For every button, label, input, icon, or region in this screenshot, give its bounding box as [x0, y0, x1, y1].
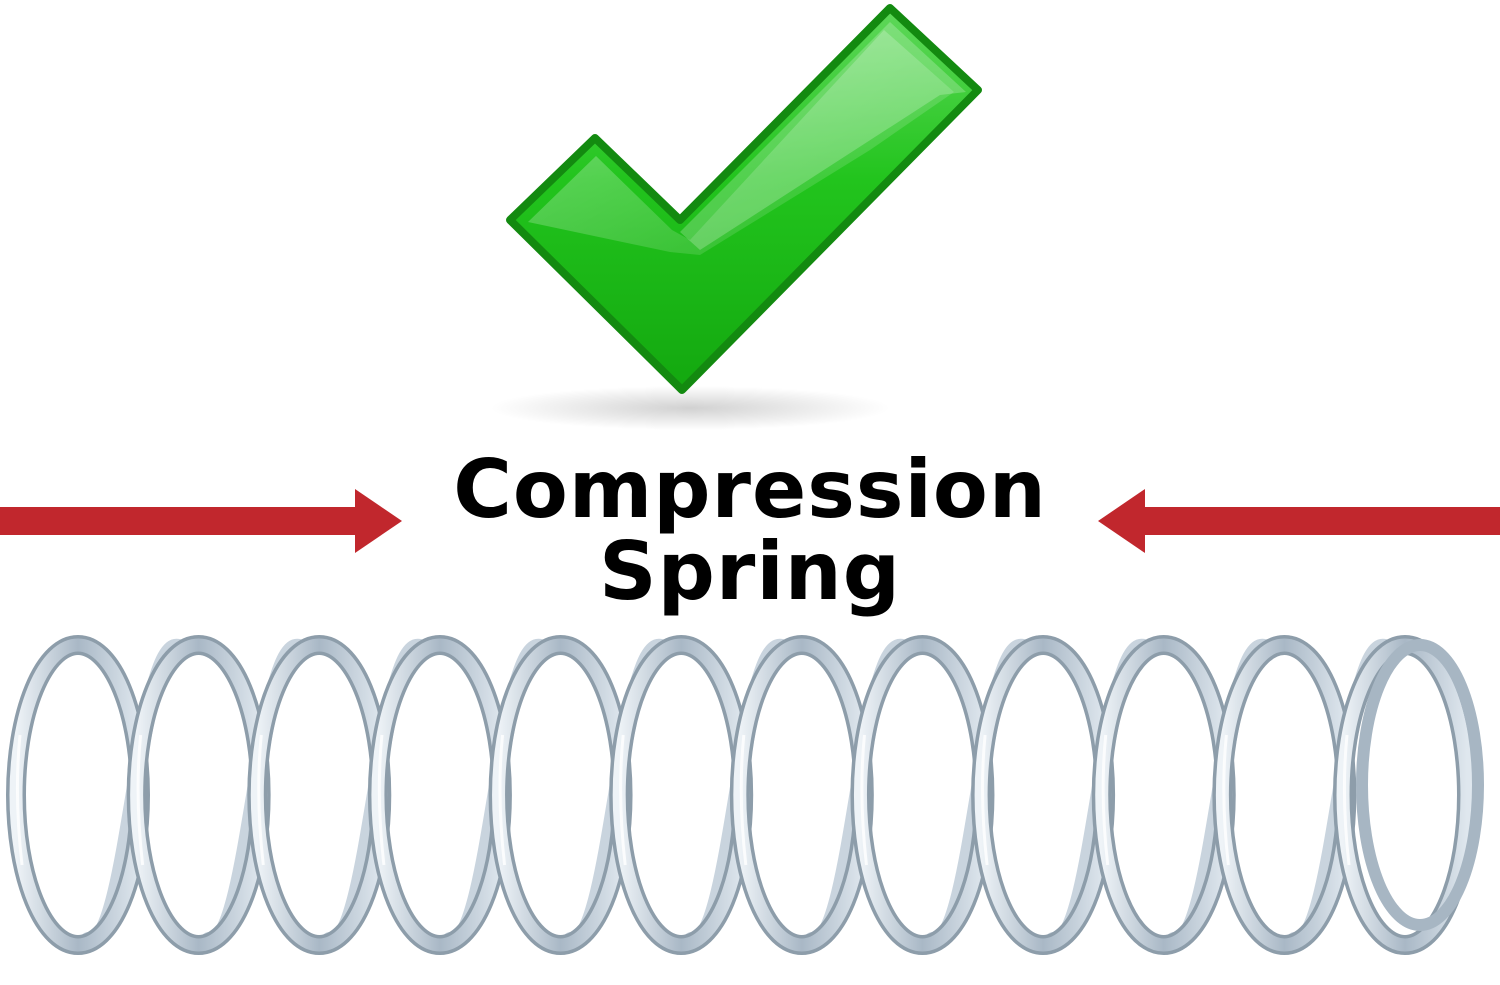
spring-coil-shine [1222, 734, 1230, 866]
spring-coil-shine [739, 734, 748, 866]
spring-coil-highlight [974, 638, 1112, 952]
spring-coil-highlight [492, 638, 630, 952]
spring-coil-shine [860, 734, 868, 866]
spring-coil-highlight [371, 638, 509, 952]
spring-coil-highlight [9, 638, 147, 952]
spring-coil-shine [257, 734, 265, 866]
spring-coil-highlight [250, 638, 388, 952]
spring-coil-highlight [733, 638, 871, 952]
spring-coil-shine [1101, 734, 1110, 866]
caption-line-compression: Compression [453, 443, 1047, 536]
spring-coil-highlight [1215, 638, 1353, 952]
spring-coil-shine [136, 734, 145, 866]
spring-end-coil [1356, 639, 1484, 931]
left-arrow [0, 489, 402, 553]
spring-coil-shine [981, 734, 989, 866]
spring-coil-highlight [612, 638, 750, 952]
spring-coil-shine [377, 734, 386, 866]
spring-coil-shine [619, 734, 627, 866]
caption-line-spring: Spring [599, 525, 901, 618]
spring-coil-shine [498, 734, 507, 866]
spring-coil-highlight [130, 638, 268, 952]
spring-coil-shine [1342, 734, 1351, 866]
right-arrow [1098, 489, 1500, 553]
spring-coil-highlight [1095, 638, 1233, 952]
spring-coil-shine [15, 734, 24, 866]
checkmark-shadow [490, 386, 890, 430]
checkmark-icon [506, 4, 982, 394]
spring-coil-highlight [853, 638, 991, 952]
compression-spring-image [6, 635, 1484, 955]
